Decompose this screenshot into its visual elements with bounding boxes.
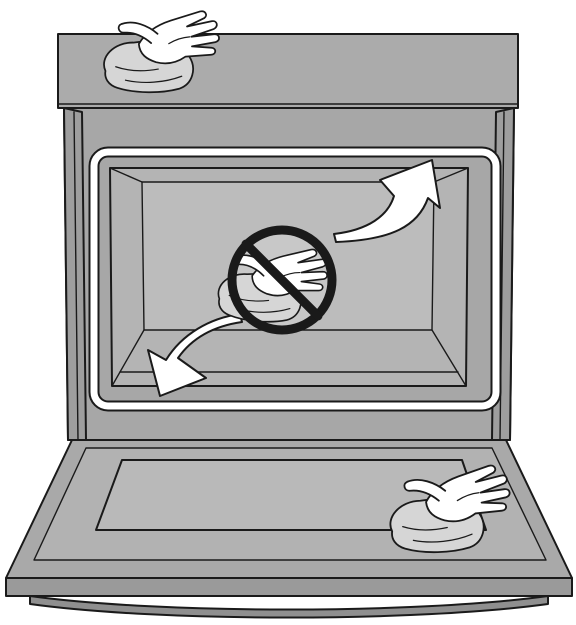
oven-cleaning-diagram: [0, 0, 576, 625]
